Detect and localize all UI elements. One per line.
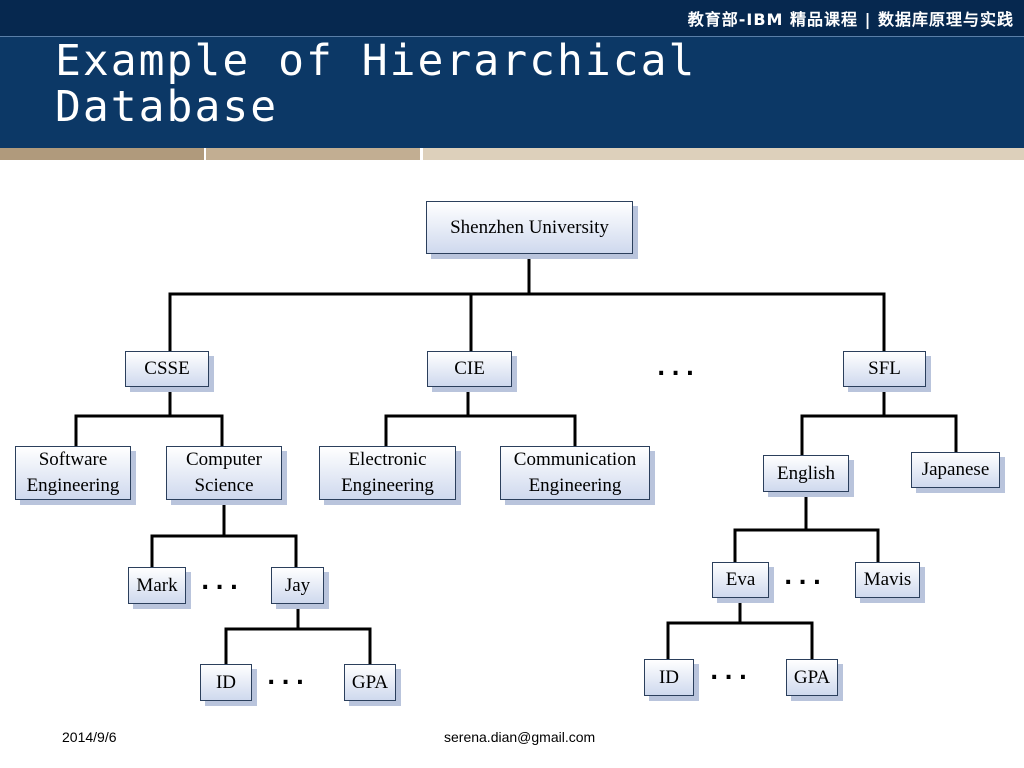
ellipsis-colleges: ... (657, 356, 701, 381)
node-root: Shenzhen University (426, 201, 633, 254)
header-top-bar: 教育部-IBM 精品课程 | 数据库原理与实践 (0, 0, 1024, 37)
node-field-jay-id: ID (200, 664, 252, 701)
connector-eva-fields (666, 598, 814, 659)
node-dept-japanese: Japanese (911, 452, 1000, 488)
stripe-segment (423, 148, 1024, 160)
node-dept-electronic-engineering: Electronic Engineering (319, 446, 456, 500)
node-field-eva-gpa: GPA (786, 659, 838, 696)
connector-english-students (733, 492, 880, 562)
connector-sfl-depts (800, 387, 958, 455)
node-student-mark: Mark (128, 567, 186, 604)
node-dept-english: English (763, 455, 849, 492)
slide-header: 教育部-IBM 精品课程 | 数据库原理与实践 Example of Hiera… (0, 0, 1024, 148)
node-field-eva-id: ID (644, 659, 694, 696)
node-college-csse: CSSE (125, 351, 209, 387)
ellipsis-jay-fields: ... (267, 665, 311, 690)
node-student-eva: Eva (712, 562, 769, 598)
node-dept-computer-science: Computer Science (166, 446, 282, 500)
stripe-segment (0, 148, 204, 160)
ellipsis-cs-students: ... (201, 570, 245, 595)
connector-cie-depts (384, 387, 577, 446)
node-dept-software-engineering: Software Engineering (15, 446, 131, 500)
node-dept-communication-engineering: Communication Engineering (500, 446, 650, 500)
stripe-segment (206, 148, 420, 160)
node-college-cie: CIE (427, 351, 512, 387)
ellipsis-english-students: ... (784, 565, 828, 590)
ellipsis-eva-fields: ... (710, 660, 754, 685)
connector-cs-students (150, 500, 298, 567)
course-brand: 教育部-IBM 精品课程 | 数据库原理与实践 (687, 10, 1014, 29)
node-student-mavis: Mavis (855, 562, 920, 598)
connector-jay-fields (224, 604, 372, 664)
footer-date: 2014/9/6 (62, 729, 117, 745)
connector-root-colleges (168, 254, 886, 352)
footer-email: serena.dian@gmail.com (444, 729, 596, 745)
node-field-jay-gpa: GPA (344, 664, 396, 701)
connector-csse-depts (74, 387, 224, 446)
slide-title: Example of Hierarchical Database (55, 36, 697, 132)
node-college-sfl: SFL (843, 351, 926, 387)
node-student-jay: Jay (271, 567, 324, 604)
